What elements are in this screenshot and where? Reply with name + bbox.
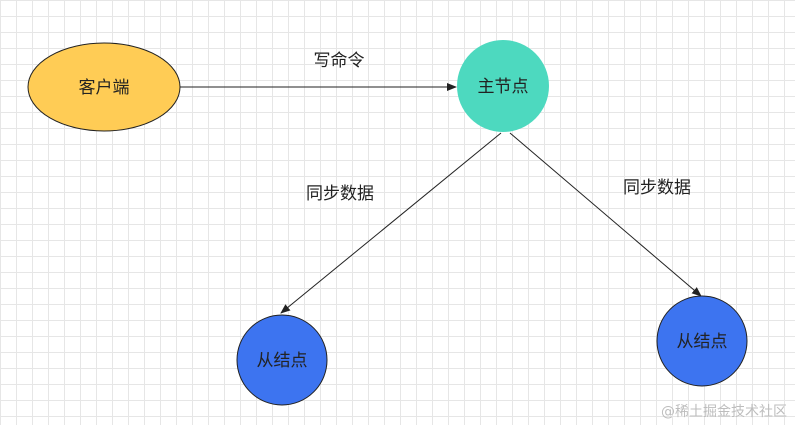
client-node <box>27 42 181 132</box>
sync-edge-right-label: 同步数据 <box>623 178 691 198</box>
write-edge-label: 写命令 <box>314 51 365 71</box>
slave-node-right-label: 从结点 <box>677 332 728 352</box>
watermark-text: @稀土掘金技术社区 <box>661 404 787 420</box>
slave-node-left-label: 从结点 <box>257 351 308 371</box>
sync-edge-left-label: 同步数据 <box>306 184 374 204</box>
master-node <box>457 40 549 132</box>
master-node-label: 主节点 <box>478 77 529 97</box>
client-node-label: 客户端 <box>79 78 130 98</box>
slave-node-right <box>656 295 748 387</box>
sync-edge-right <box>509 132 702 297</box>
slave-node-left <box>236 314 328 406</box>
sync-edge-left <box>280 132 502 314</box>
